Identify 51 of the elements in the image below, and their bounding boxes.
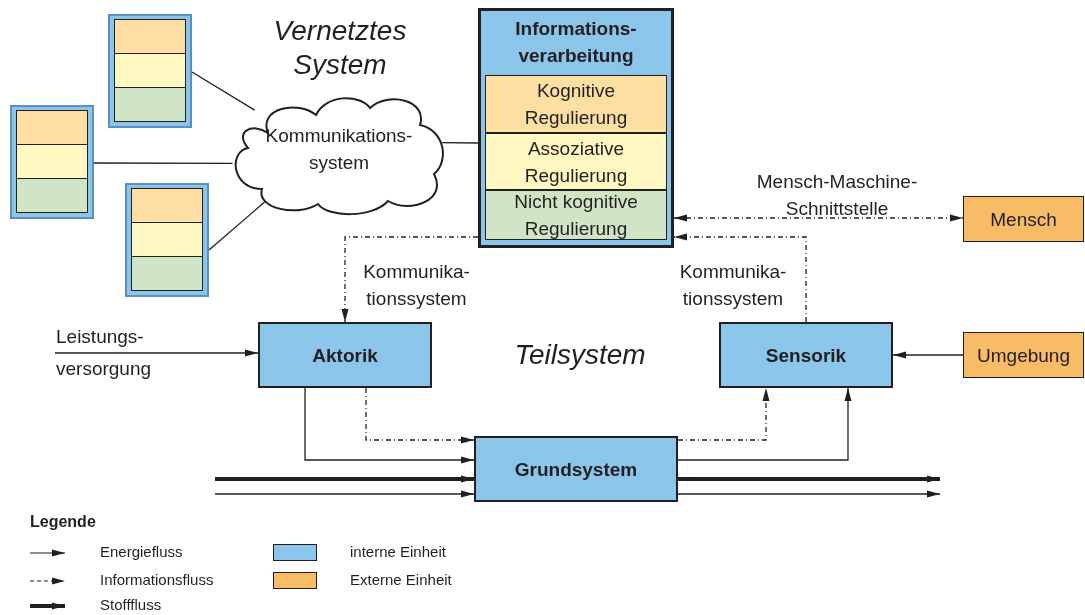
node-label: Kommunikations- system [264,124,414,175]
node-label: Kognitive Regulierung [523,79,629,130]
arrow [215,475,474,483]
edge-label: Kommunika- tionssystem [362,260,471,311]
connector-line [191,71,256,111]
legend-label: Externe Einheit [350,571,452,589]
arrow [677,490,941,498]
regulation-box [485,190,667,240]
edge-label: Mensch-Maschine- Schnittstelle [755,170,919,221]
arrow [214,490,475,498]
edge-label: Kommunika- tionssystem [678,260,788,311]
legend-label: Energiefluss [100,543,183,561]
arrow [892,351,964,359]
unit-box [474,436,678,502]
legend-label: Informationsfluss [100,571,214,589]
node-label: Grundsystem [514,457,638,482]
connector-line [208,200,267,251]
connector-line [93,162,234,165]
node-label: Aktorik [312,343,378,368]
arrow [341,236,479,323]
node-label: Assoziative Regulierung [523,136,629,188]
unit-box [963,196,1084,242]
arrow [54,349,259,357]
regulation-box [485,75,667,133]
arrow [673,233,807,323]
box-title: Informations- verarbeitung [514,17,638,68]
legend-label: Stofffluss [100,596,162,614]
unit-box [258,322,432,388]
process-box [478,8,674,248]
arrow [677,387,852,461]
node-label: Nicht kognitive Regulierung [513,190,639,241]
system-stack [10,105,94,219]
arrow [365,387,475,444]
arrow [304,387,475,464]
connector-line [441,141,479,144]
legend-label: interne Einheit [350,543,446,561]
arrow [677,387,770,441]
system-heading: Teilsystem [513,338,647,372]
edge-label: Leistungs- versorgung [56,325,153,381]
unit-box [719,322,893,388]
system-stack [125,183,209,297]
system-stack [108,14,192,128]
system-heading: Vernetztes System [272,14,408,82]
node-label: Umgebung [977,343,1070,368]
regulation-box [485,133,667,190]
node-label: Sensorik [765,343,847,368]
unit-box [963,332,1084,378]
arrow [673,214,964,222]
arrow [678,475,940,483]
node-label: Mensch [990,207,1057,232]
legend-title: Legende [30,512,97,532]
